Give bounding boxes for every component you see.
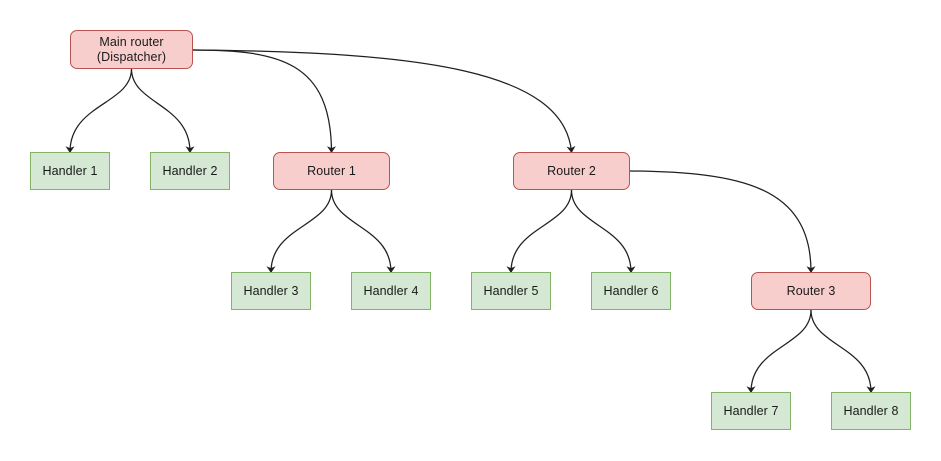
node-router-1[interactable]: Router 1	[273, 152, 390, 190]
node-label-handler-6: Handler 6	[603, 283, 659, 298]
node-label-handler-4: Handler 4	[363, 283, 419, 298]
node-handler-8[interactable]: Handler 8	[831, 392, 911, 430]
edge-main-to-handler-1	[65, 68, 133, 153]
node-handler-1[interactable]: Handler 1	[30, 152, 110, 190]
node-handler-2[interactable]: Handler 2	[150, 152, 230, 190]
edge-router-3-to-handler-8	[810, 309, 876, 393]
edge-group	[65, 49, 876, 393]
node-main-router[interactable]: Main router (Dispatcher)	[70, 30, 193, 69]
node-handler-3[interactable]: Handler 3	[231, 272, 311, 310]
node-label-handler-8: Handler 8	[843, 403, 899, 418]
edge-main-to-router-1	[192, 49, 336, 153]
node-label-main-router: Main router (Dispatcher)	[96, 34, 167, 64]
node-handler-5[interactable]: Handler 5	[471, 272, 551, 310]
node-label-router-1: Router 1	[307, 163, 356, 178]
edge-router-2-to-handler-6	[570, 189, 636, 273]
edge-router-3-to-handler-7	[746, 309, 812, 393]
node-router-2[interactable]: Router 2	[513, 152, 630, 190]
edge-main-to-handler-2	[130, 68, 195, 153]
edge-router-1-to-handler-3	[266, 189, 333, 273]
edge-router-1-to-handler-4	[330, 189, 396, 273]
node-label-handler-2: Handler 2	[162, 163, 218, 178]
node-handler-7[interactable]: Handler 7	[711, 392, 791, 430]
node-label-handler-5: Handler 5	[483, 283, 539, 298]
node-handler-4[interactable]: Handler 4	[351, 272, 431, 310]
node-label-handler-3: Handler 3	[243, 283, 299, 298]
node-router-3[interactable]: Router 3	[751, 272, 871, 310]
node-label-handler-7: Handler 7	[723, 403, 779, 418]
node-label-router-3: Router 3	[786, 283, 836, 298]
node-label-handler-1: Handler 1	[42, 163, 98, 178]
edge-router-2-to-handler-5	[506, 189, 573, 273]
node-label-router-2: Router 2	[547, 163, 596, 178]
edge-router-2-to-router-3	[629, 170, 816, 273]
edge-main-to-router-2	[192, 49, 576, 153]
node-handler-6[interactable]: Handler 6	[591, 272, 671, 310]
